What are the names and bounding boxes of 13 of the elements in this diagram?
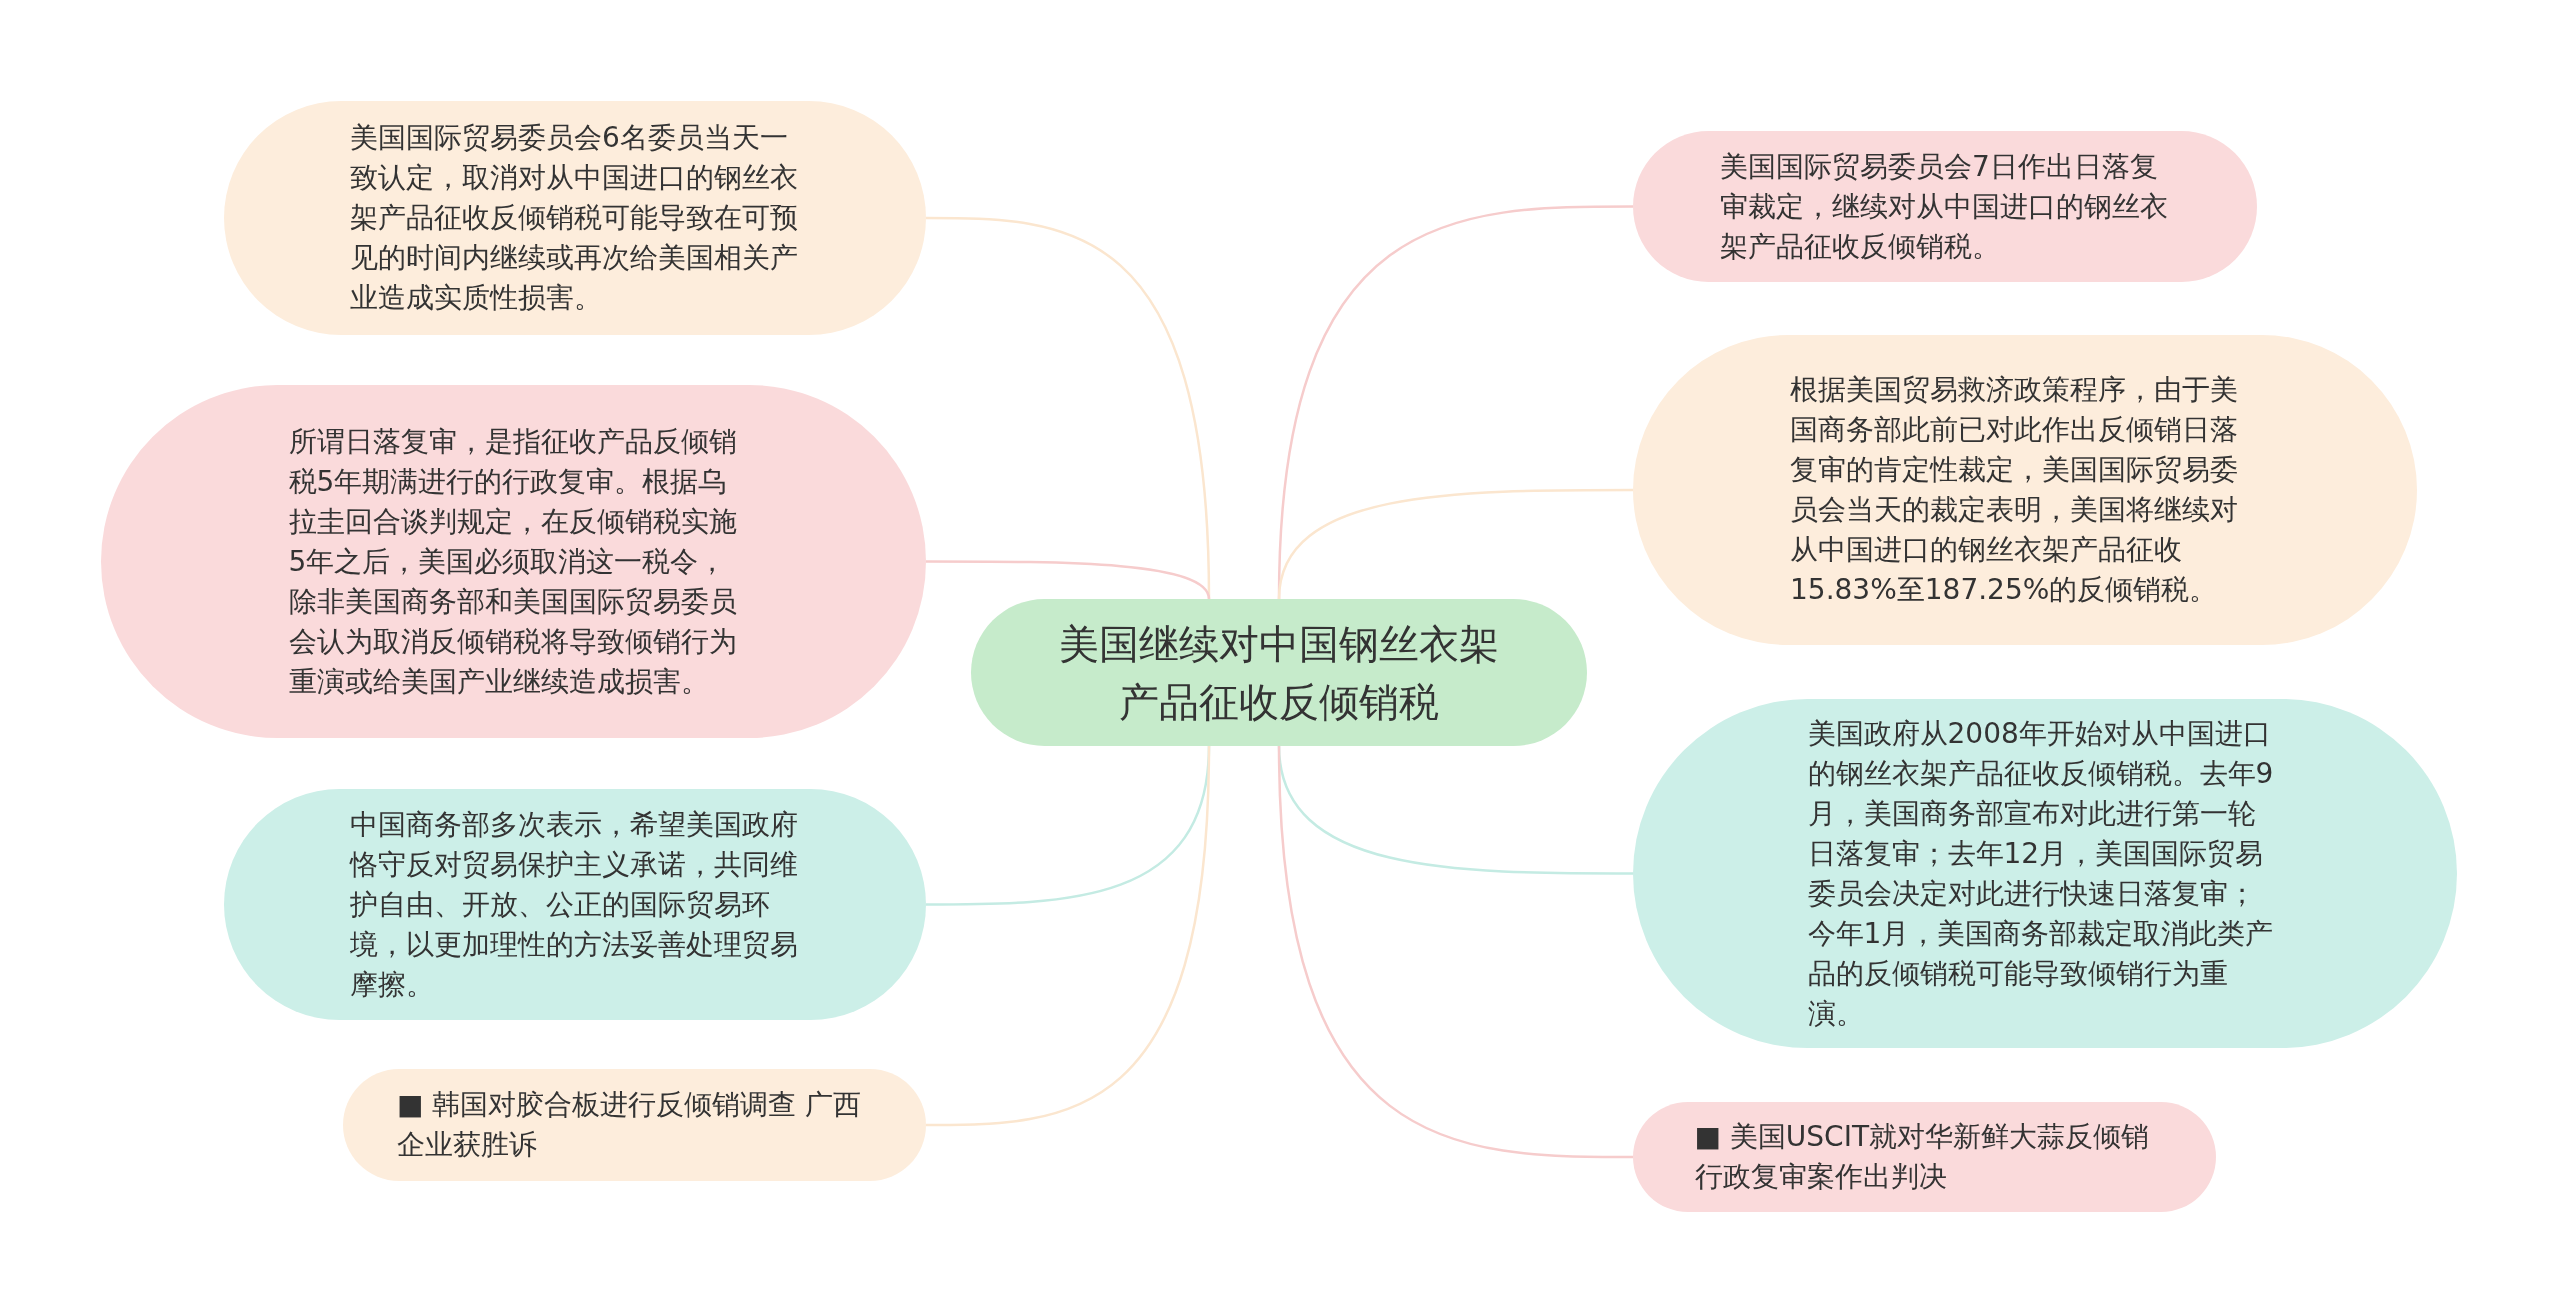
topic-text: 美国国际贸易委员会6名委员当天一致认定，取消对从中国进口的钢丝衣架产品征收反倾销税可能导致在可预见的时间内继续或再次给美国相关产业造成实质性损害。 (350, 120, 799, 316)
topic-text: 美国国际贸易委员会7日作出日落复审裁定，继续对从中国进口的钢丝衣架产品征收反倾销税。 (1720, 148, 2169, 265)
topic-text: 美国政府从2008年开始对从中国进口的钢丝衣架产品征收反倾销税。去年9月，美国商务部宣布对此进行第一轮日落复审；去年12月，美国国际贸易委员会决定对此进行快速日落复审；今年1月，美国商务部裁定取消此类产品的反倾销税可能导致倾销行为重演。 (1807, 715, 2275, 1032)
topic-text: ■ 美国USCIT就对华新鲜大蒜反倾销行政复审案作出判决 (1694, 1119, 2151, 1195)
connector-curve (1277, 745, 1633, 1159)
topic-text: ■ 韩国对胶合板进行反倾销调查 广西企业获胜诉 (397, 1087, 863, 1163)
topic-text: 中国商务部多次表示，希望美国政府恪守反对贸易保护主义承诺，共同维护自由、开放、公正的国际贸易环境，以更加理性的方法妥善处理贸易摩擦。 (350, 806, 799, 1003)
topic-text: 所谓日落复审，是指征收产品反倾销税5年期满进行的行政复审。根据乌拉圭回合谈判规定，在反倾销税实施5年之后，美国必须取消这一税令，除非美国商务部和美国国际贸易委员会认为取消反倾销税将导致倾销行为重演或给美国产业继续造成损害。 (288, 423, 738, 700)
topic-text: 根据美国贸易救济政策程序，由于美国商务部此前已对此作出反倾销日落复审的肯定性裁定，美国国际贸易委员会当天的裁定表明，美国将继续对从中国进口的钢丝衣架产品征收15.83%至187.25%的反倾销税。 (1790, 372, 2239, 608)
connector-curve (1277, 488, 1633, 600)
connector-curve (926, 745, 1211, 1127)
connector-curve (926, 560, 1211, 600)
topic-title: 美国继续对中国钢丝衣架产品征收反倾销税 (1058, 619, 1500, 727)
